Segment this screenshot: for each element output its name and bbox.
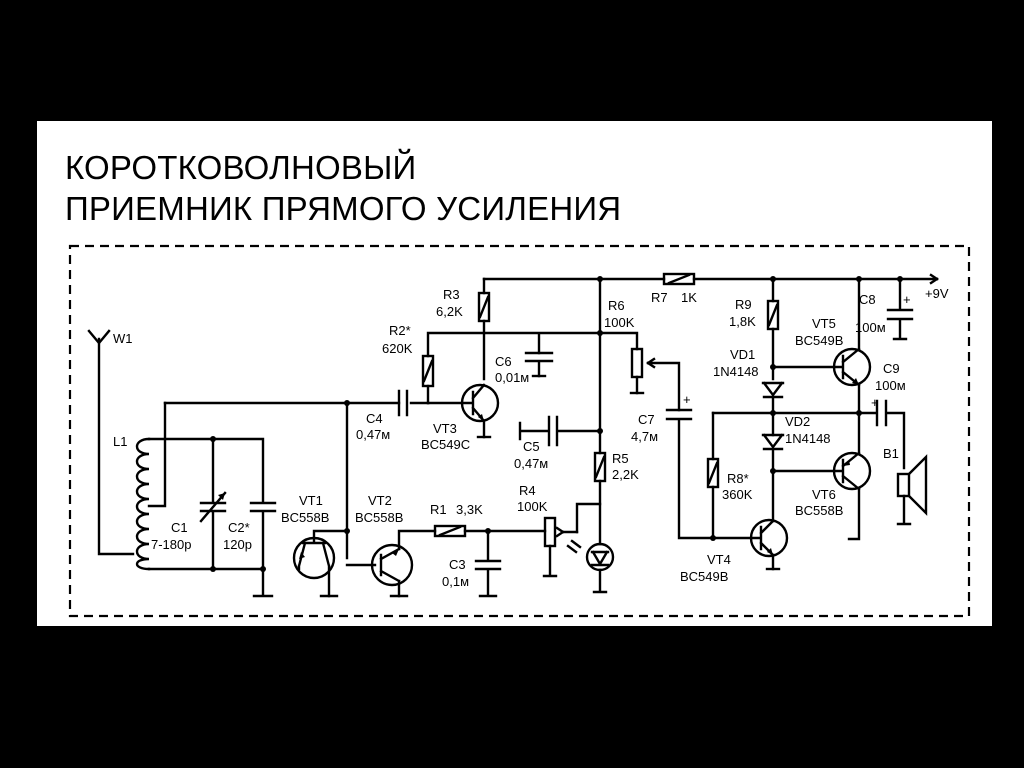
c4-ref: C4 xyxy=(366,411,383,426)
dashed-border xyxy=(68,244,971,618)
r9-ref: R9 xyxy=(735,297,752,312)
vt6-value: BC558B xyxy=(795,503,843,518)
resistor-r3: R3 6,2K xyxy=(436,277,491,335)
capacitor-c4: C4 0,47м xyxy=(163,389,430,442)
led-indicator xyxy=(566,502,615,594)
r3-value: 6,2K xyxy=(436,304,463,319)
c9-ref: C9 xyxy=(883,361,900,376)
transistor-vt6: VT6 BC558B xyxy=(771,411,872,541)
vd2-ref: VD2 xyxy=(785,414,810,429)
r5-ref: R5 xyxy=(612,451,629,466)
c2-value: 120p xyxy=(223,537,252,552)
r9-value: 1,8K xyxy=(729,314,756,329)
c7-value: 4,7м xyxy=(631,429,658,444)
vt1-ref: VT1 xyxy=(299,493,323,508)
c5-value: 0,47м xyxy=(514,456,548,471)
capacitor-c8: + C8 100м xyxy=(855,276,914,341)
potentiometer-r4: R4 100K xyxy=(517,483,579,578)
transistor-vt1: VT1 BC558B xyxy=(281,493,349,598)
r6-ref: R6 xyxy=(608,298,625,313)
r2-value: 620K xyxy=(382,341,413,356)
r4-value: 100K xyxy=(517,499,548,514)
capacitor-c2: C2* 120p xyxy=(211,437,277,598)
schematic-panel: КОРОТКОВОЛНОВЫЙ ПРИЕМНИК ПРЯМОГО УСИЛЕНИ… xyxy=(37,121,992,626)
inductor-l1: L1 xyxy=(113,401,265,571)
vt4-ref: VT4 xyxy=(707,552,731,567)
r2-ref: R2* xyxy=(389,323,411,338)
diode-vd2: VD2 1N4148 xyxy=(761,410,831,523)
c3-value: 0,1м xyxy=(442,574,469,589)
title-line-2: ПРИЕМНИК ПРЯМОГО УСИЛЕНИЯ xyxy=(65,190,622,227)
c9-plus: + xyxy=(871,395,879,410)
resistor-r8: R8* 360K xyxy=(706,411,861,541)
c8-ref: C8 xyxy=(859,292,876,307)
c9-value: 100м xyxy=(875,378,906,393)
capacitor-c1: C1 7-180p xyxy=(151,437,227,571)
resistor-r2: R2* 620K xyxy=(382,323,435,405)
c8-plus: + xyxy=(903,292,911,307)
c6-value: 0,01м xyxy=(495,370,529,385)
potentiometer-r6: R6 100K xyxy=(598,298,681,412)
vt2-ref: VT2 xyxy=(368,493,392,508)
capacitor-c5: C5 0,47м xyxy=(514,415,603,471)
capacitor-c9: + C9 100м xyxy=(857,361,906,470)
vt5-value: BC549B xyxy=(795,333,843,348)
r6-value: 100K xyxy=(604,315,635,330)
capacitor-c6: C6 0,01м xyxy=(495,351,554,385)
circuit-schematic: +9V R7 1K R3 6,2K R2* 620K xyxy=(68,244,971,618)
capacitor-c3: C3 0,1м xyxy=(442,528,502,598)
c5-ref: C5 xyxy=(523,439,540,454)
l1-ref: L1 xyxy=(113,434,127,449)
diode-vd1: VD1 1N4148 xyxy=(713,347,785,437)
transistor-vt2: VT2 BC558B xyxy=(345,401,437,598)
c4-value: 0,47м xyxy=(356,427,390,442)
c6-ref: C6 xyxy=(495,354,512,369)
supply-label: +9V xyxy=(925,286,949,301)
vt3-value: BC549C xyxy=(421,437,470,452)
c2-ref: C2* xyxy=(228,520,250,535)
vt2-value: BC558B xyxy=(355,510,403,525)
transistor-vt4: VT4 BC549B xyxy=(680,518,789,584)
r4-ref: R4 xyxy=(519,483,536,498)
antenna-w1: W1 xyxy=(87,329,135,556)
c8-value: 100м xyxy=(855,320,886,335)
vt3-ref: VT3 xyxy=(433,421,457,436)
vt4-value: BC549B xyxy=(680,569,728,584)
vt1-value: BC558B xyxy=(281,510,329,525)
supply-rail: +9V xyxy=(482,273,949,301)
transistor-vt5: VT5 BC549B xyxy=(771,276,872,416)
r3-ref: R3 xyxy=(443,287,460,302)
title-line-1: КОРОТКОВОЛНОВЫЙ xyxy=(65,149,417,186)
resistor-r9: R9 1,8K xyxy=(729,276,780,381)
w1-ref: W1 xyxy=(113,331,133,346)
vd1-value: 1N4148 xyxy=(713,364,759,379)
c3-ref: C3 xyxy=(449,557,466,572)
resistor-r7: R7 1K xyxy=(651,272,697,305)
wire-vt3-collector xyxy=(426,331,601,381)
speaker-b1: B1 xyxy=(883,446,928,526)
c1-value: 7-180p xyxy=(151,537,191,552)
vd2-value: 1N4148 xyxy=(785,431,831,446)
vd1-ref: VD1 xyxy=(730,347,755,362)
capacitor-c7: + C7 4,7м xyxy=(631,392,715,540)
r1-ref: R1 xyxy=(430,502,447,517)
c1-ref: C1 xyxy=(171,520,188,535)
r1-value: 3,3K xyxy=(456,502,483,517)
resistor-r1: R1 3,3K xyxy=(430,502,547,538)
diagram-title: КОРОТКОВОЛНОВЫЙ ПРИЕМНИК ПРЯМОГО УСИЛЕНИ… xyxy=(65,147,621,229)
r7-ref: R7 xyxy=(651,290,668,305)
c7-plus: + xyxy=(683,392,691,407)
r8-ref: R8* xyxy=(727,471,749,486)
r5-value: 2,2K xyxy=(612,467,639,482)
r7-value: 1K xyxy=(681,290,697,305)
resistor-r5: R5 2,2K xyxy=(593,276,639,506)
vt5-ref: VT5 xyxy=(812,316,836,331)
vt6-ref: VT6 xyxy=(812,487,836,502)
r8-value: 360K xyxy=(722,487,753,502)
b1-ref: B1 xyxy=(883,446,899,461)
c7-ref: C7 xyxy=(638,412,655,427)
transistor-vt3: VT3 BC549C xyxy=(421,383,500,452)
